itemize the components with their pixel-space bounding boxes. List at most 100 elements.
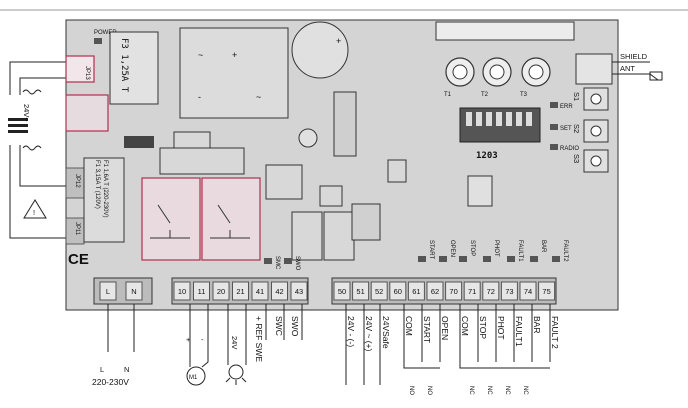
led-err bbox=[550, 102, 558, 108]
led-set-label: SET bbox=[560, 126, 572, 132]
terminal-61 bbox=[407, 281, 425, 301]
mains-label: 220-230V bbox=[92, 377, 129, 387]
fuse-f1-line1: F1 1,6A T (220-230V) bbox=[102, 160, 108, 217]
terminal-62 bbox=[426, 281, 444, 301]
antenna-ant-label: ANT bbox=[620, 64, 635, 73]
button-s1[interactable] bbox=[583, 87, 609, 111]
terminal-60 bbox=[389, 281, 407, 301]
led-radio bbox=[550, 144, 558, 150]
lamp-voltage: 24V bbox=[230, 336, 239, 349]
terminal-label-10: 10 bbox=[178, 287, 186, 296]
terminal-10 bbox=[173, 281, 191, 301]
terminal-label-74: 74 bbox=[524, 287, 532, 296]
jumper-jp13 bbox=[65, 55, 95, 83]
led-label-open: OPEN bbox=[449, 240, 455, 257]
terminal-20 bbox=[212, 281, 230, 301]
terminal-41 bbox=[251, 281, 269, 301]
led-label-phot: PHOT bbox=[493, 240, 499, 257]
left-wiring bbox=[9, 61, 66, 239]
terminal-N bbox=[125, 281, 143, 301]
bottom-wiring bbox=[107, 304, 551, 385]
wire-label-swo: SWO bbox=[290, 316, 300, 337]
trimmer-t2-label: T2 bbox=[481, 92, 489, 98]
trimmer-t3-label: T3 bbox=[520, 92, 528, 98]
warning-icon: ! bbox=[23, 199, 47, 219]
trimmer-t1: T1 bbox=[444, 57, 475, 98]
contact-type-4: NC bbox=[504, 386, 510, 395]
power-label: POWER bbox=[94, 30, 117, 36]
led-phot bbox=[483, 256, 491, 262]
capacitor-small bbox=[298, 128, 318, 148]
header-connector bbox=[435, 21, 575, 41]
antenna-connector bbox=[575, 53, 613, 85]
terminal-73 bbox=[500, 281, 518, 301]
ic-chip bbox=[351, 203, 381, 241]
terminal-block-io bbox=[331, 277, 557, 305]
terminal-label-62: 62 bbox=[431, 287, 439, 296]
capacitor-large bbox=[291, 21, 349, 79]
mains-l: L bbox=[100, 365, 104, 374]
led-radio-label: RADIO bbox=[560, 146, 579, 152]
terminal-label-43: 43 bbox=[295, 287, 303, 296]
terminal-11 bbox=[193, 281, 210, 301]
transformer-voltage: 24V~ bbox=[22, 104, 31, 122]
trimmer-t2: T2 bbox=[481, 57, 512, 98]
svg-text:+: + bbox=[336, 36, 341, 46]
terminal-label-41: 41 bbox=[256, 287, 264, 296]
terminal-21 bbox=[232, 281, 249, 301]
contact-type-5: NC bbox=[522, 386, 528, 395]
contact-type-2: NC bbox=[468, 386, 474, 395]
led-open bbox=[439, 256, 447, 262]
terminal-label-42: 42 bbox=[275, 287, 283, 296]
svg-text:!: ! bbox=[33, 208, 35, 217]
terminal-43 bbox=[290, 281, 308, 301]
antenna-shield-label: SHIELD bbox=[620, 52, 648, 61]
terminal-label-70: 70 bbox=[449, 287, 457, 296]
svg-text:-: - bbox=[198, 92, 201, 102]
component-box bbox=[173, 131, 211, 149]
led-smc-label: SMC bbox=[274, 256, 280, 270]
wire-label-fault1: FAULT1 bbox=[514, 316, 524, 347]
fuse-f3 bbox=[109, 31, 159, 105]
terminal-51 bbox=[352, 281, 370, 301]
wire-label-swc: SWC bbox=[274, 316, 284, 336]
terminal-label-61: 61 bbox=[412, 287, 420, 296]
led-label-start: START bbox=[428, 240, 434, 259]
button-s3[interactable] bbox=[583, 149, 609, 173]
relay-1 bbox=[141, 177, 201, 261]
led-swo-label: SWO bbox=[294, 256, 300, 271]
led-start bbox=[418, 256, 426, 262]
wire-label-v24-safe: 24VSafe bbox=[381, 316, 391, 349]
motor-plus: + bbox=[186, 335, 191, 344]
transformer-core bbox=[8, 118, 28, 133]
terminal-52 bbox=[370, 281, 388, 301]
wire-label-fault2: FAULT 2 bbox=[550, 316, 560, 349]
motor-minus: - bbox=[201, 335, 204, 344]
terminal-label-72: 72 bbox=[487, 287, 495, 296]
component-bar bbox=[159, 147, 245, 175]
led-label-bar: BAR bbox=[540, 240, 546, 253]
power-led bbox=[94, 38, 102, 44]
terminal-75 bbox=[538, 281, 556, 301]
button-s2[interactable] bbox=[583, 119, 609, 143]
terminal-L bbox=[99, 281, 117, 301]
dip-switch-label: 1203 bbox=[476, 151, 498, 161]
terminal-label-73: 73 bbox=[505, 287, 513, 296]
led-label-fault2: FAULT2 bbox=[562, 240, 568, 262]
terminal-label-20: 20 bbox=[217, 287, 225, 296]
button-s2-label: S2 bbox=[572, 124, 581, 133]
wire-label-com1: COM bbox=[404, 316, 414, 336]
wire-label-open: OPEN bbox=[440, 316, 450, 340]
mains-n: N bbox=[124, 365, 129, 374]
fuse-f1-line2: F1 3,15A T (120V) bbox=[94, 160, 100, 209]
fuse-f1 bbox=[83, 157, 125, 243]
trimmer-t3: T3 bbox=[520, 57, 551, 98]
wire-label-v24-plus: 24V ~ (+) bbox=[364, 316, 374, 352]
component-square bbox=[319, 185, 343, 207]
fuse-f3-label: F3 1,25A T bbox=[119, 38, 129, 93]
terminal-label-51: 51 bbox=[356, 287, 364, 296]
